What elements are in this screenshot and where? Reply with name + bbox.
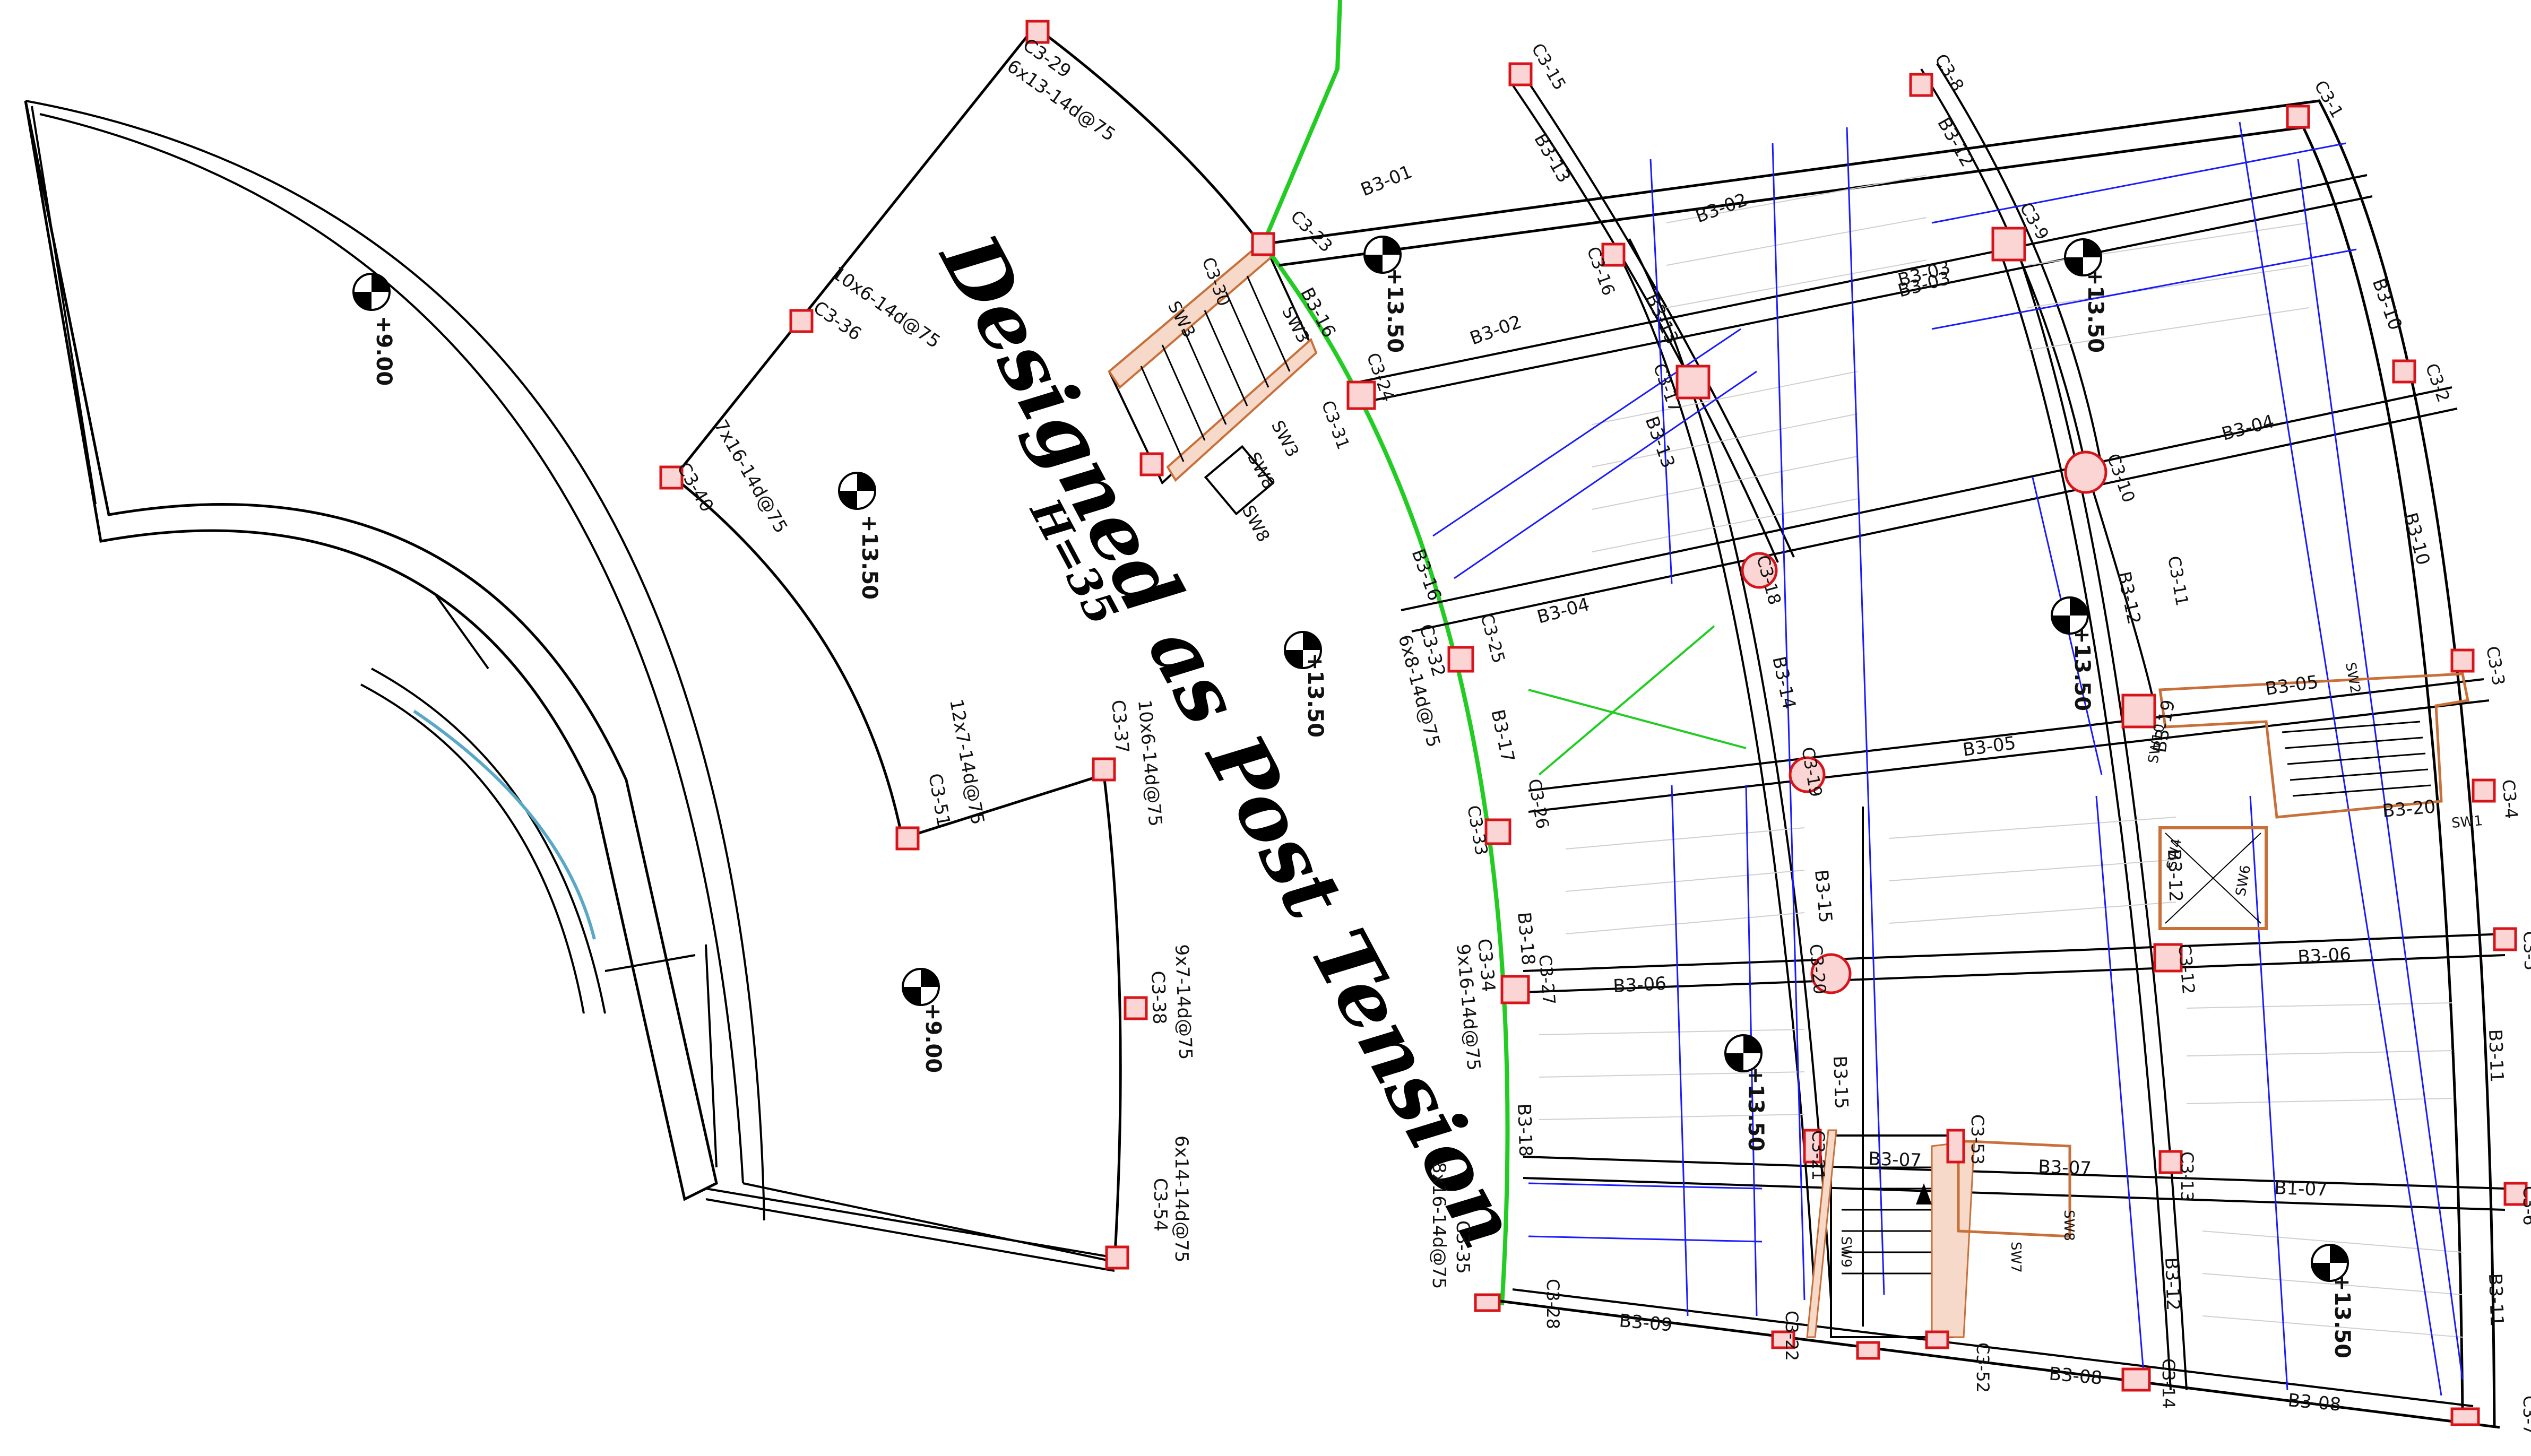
post-tension-title: Designed as Post Tension [921,218,1536,1262]
central-sector [673,25,1270,1263]
column-label: C3-25 [1476,611,1509,665]
beam-label: B3-16 [1407,546,1446,603]
level-label: +13.50 [857,515,882,600]
wall-label: SW8 [1238,502,1274,545]
column-label: C3-26 [1524,777,1553,830]
beam-label: B3-07 [2038,1156,2092,1179]
beam-label: B3-13 [1530,130,1575,187]
level-label: +13.50 [1303,653,1327,738]
beam-label: B3-12 [2161,1257,2183,1311]
beam-label: B3-12 [2113,570,2145,627]
column-spec: 8x16-14d@75 [1428,1162,1449,1289]
wall-label: SW8 [1243,449,1280,492]
beam-label: B1-07 [2274,1177,2328,1200]
column-label: C3-27 [1535,954,1559,1006]
column-spec: 10x6-14d@75 [1134,699,1166,827]
column-label: C3-13 [2177,1151,2197,1202]
column-label: C3-6 [2519,1186,2531,1226]
wall-label: SW3 [1267,417,1303,461]
column-label: C3-20 [1806,943,1830,995]
column-spec: 9x7-14d@75 [1171,944,1196,1060]
level-markers [352,236,2349,1282]
level-label: +9.00 [372,316,396,386]
beam-label: B3-01 [1358,161,1415,201]
wall-label: SW9 [1838,1236,1854,1268]
stair-core-upper: SW3 SW3 SW3 SW8 SW8 [1108,239,1318,545]
wall-label: SW8 [2061,1210,2077,1241]
wall-label: SW7 [2008,1242,2024,1273]
column-label: C3-2 [2421,361,2454,405]
column-label: C3-35 [1452,1220,1473,1274]
column-label: C3-8 [1931,50,1968,95]
beam-label: B3-11 [2484,1273,2507,1327]
column-label: C3-12 [2174,943,2199,995]
column-label: C3-54 [1150,1178,1171,1232]
round-columns [1741,450,2107,994]
wall-label: SW2 [2342,661,2363,695]
beam-label: B3-07 [1868,1148,1922,1171]
beam-label: B3-05 [2264,671,2320,700]
post-tension-label: Designed as Post Tension H=35 [921,218,1536,1262]
column-label: C3-5 [2519,931,2531,971]
beam-label: B3-09 [1618,1310,1673,1336]
beam-label: B3-18 [1513,1103,1536,1157]
level-labels: +9.00 +13.50 +13.50 +9.00 +13.50 +13.50 … [372,268,2354,1358]
beam-label: B3-08 [2287,1390,2342,1416]
left-curved-wing [24,100,1120,1272]
column-label: C3-21 [1808,1130,1828,1181]
column-label: C3-3 [2482,645,2509,687]
column-label: C3-28 [1543,1279,1563,1329]
level-label: +9.00 [921,1003,945,1073]
level-label: +13.50 [1743,1067,1768,1151]
column-label: C3-51 [924,772,954,828]
beam-label: B3-15 [1829,1055,1852,1110]
wall-label: SW6 [2233,864,2254,897]
beam-label: B3-02 [1467,311,1524,349]
beam-label: B3-06 [2297,944,2351,968]
column-label: C3-37 [1107,699,1133,754]
beam-label: B3-08 [2048,1363,2103,1389]
level-label: +13.50 [2330,1273,2354,1358]
column-label: C3-38 [1147,970,1170,1025]
column-label: C3-7 [2519,1396,2531,1435]
beam-label: B3-06 [1612,973,1666,997]
level-label: +13.50 [2070,626,2094,711]
beam-label: B3-10 [2399,510,2434,567]
column-label: C3-34 [1473,938,1499,993]
beam-label: B3-13 [1641,413,1679,471]
level-label: +13.50 [2083,268,2107,353]
column-label: C3-11 [2164,554,2192,608]
beam-label: B3-20 [2381,796,2437,822]
wall-label: SW1 [2451,813,2483,831]
beam-label: B3-13 [1641,290,1683,348]
column-label: C3-22 [1782,1311,1802,1361]
beam-label: B3-12 [2163,848,2186,903]
column-spec: 12x7-14d@75 [945,698,988,827]
beam-label: B3-17 [1487,708,1518,765]
column-label: C3-1 [2310,77,2347,122]
wall-label: SW10 [2145,723,2168,765]
beam-label: B3-11 [2484,1029,2507,1083]
column-label: C3-14 [2158,1358,2179,1409]
beam-label: B3-15 [1810,869,1836,924]
beam-label: B3-18 [1513,911,1539,966]
column-label: C3-36 [809,297,866,345]
beam-label: B3-10 [2368,275,2406,333]
column-label: C3-23 [1286,206,1336,256]
beam-label: B3-14 [1768,655,1800,712]
column-label: C3-53 [1967,1114,1988,1165]
column-label: C3-4 [2498,778,2521,820]
column-label: C3-52 [1973,1342,1993,1393]
columns [659,20,2528,1426]
beam-label: B3-04 [2219,411,2276,445]
right-slab-grid [1263,63,2506,1429]
column-spec: 6x14-14d@75 [1171,1136,1192,1262]
beam-label: B3-02 [1692,189,1750,227]
level-label: +13.50 [1383,268,1407,353]
column-label: C3-15 [1527,40,1570,93]
